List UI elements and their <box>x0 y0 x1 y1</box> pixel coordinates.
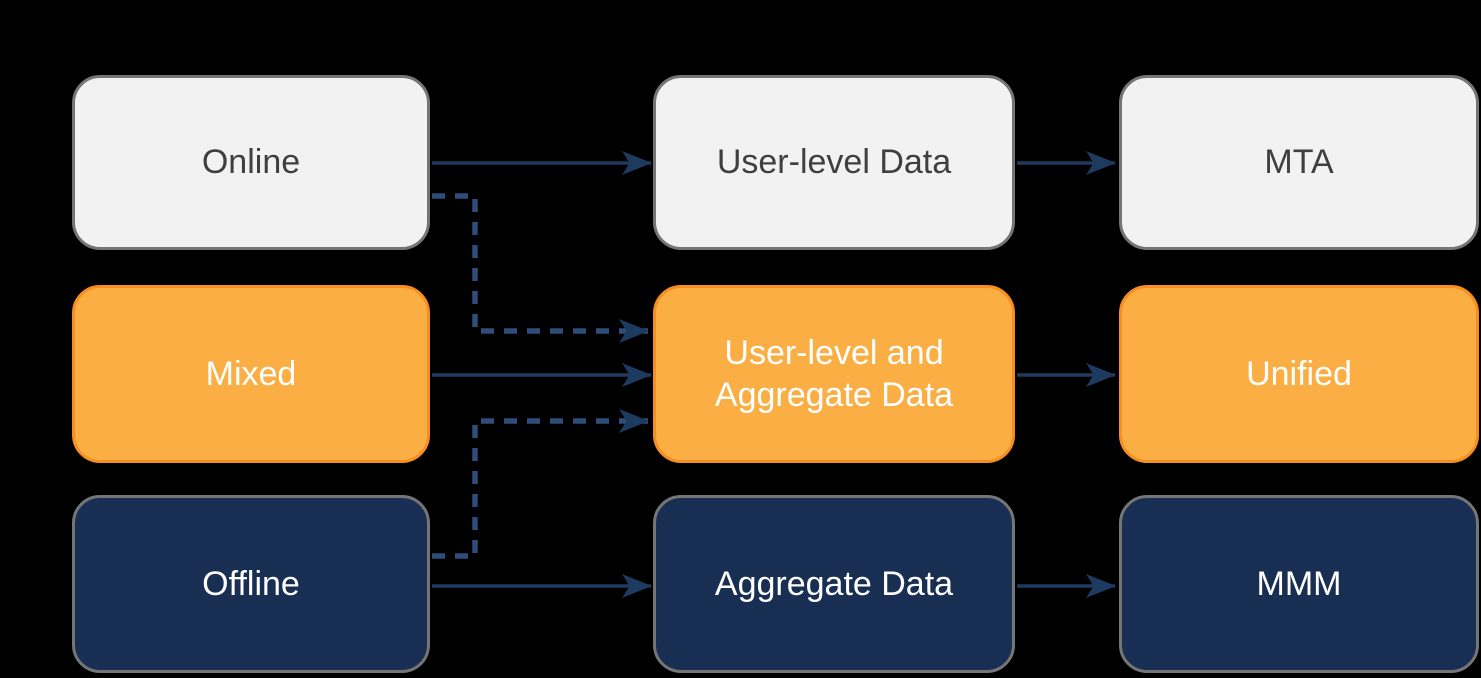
node-mmm: MMM <box>1119 495 1479 673</box>
arrow-online-to-user-level-and-aggregate-data-dashed <box>432 193 649 343</box>
node-user-level-data: User-level Data <box>653 75 1015 250</box>
node-aggregate-data: Aggregate Data <box>653 495 1015 673</box>
node-user-level-and-aggregate-data: User-level and Aggregate Data <box>653 285 1015 463</box>
node-aggregate-data-label: Aggregate Data <box>714 564 954 603</box>
node-unified-label: Unified <box>1246 354 1352 393</box>
node-mmm-label: MMM <box>1256 564 1342 603</box>
node-online-label: Online <box>201 143 301 182</box>
node-user-level-data-label: User-level Data <box>716 143 952 182</box>
node-mta: MTA <box>1119 75 1479 250</box>
node-mixed-label: Mixed <box>205 354 297 393</box>
node-mta-label: MTA <box>1264 143 1334 182</box>
node-mixed: Mixed <box>72 285 430 463</box>
node-online: Online <box>72 75 430 250</box>
node-user-level-and-aggregate-data-label: User-level and Aggregate Data <box>714 333 954 415</box>
arrow-offline-to-user-level-and-aggregate-data-dashed <box>432 409 649 559</box>
node-offline: Offline <box>72 495 430 673</box>
node-offline-label: Offline <box>202 564 300 603</box>
node-unified: Unified <box>1119 285 1479 463</box>
